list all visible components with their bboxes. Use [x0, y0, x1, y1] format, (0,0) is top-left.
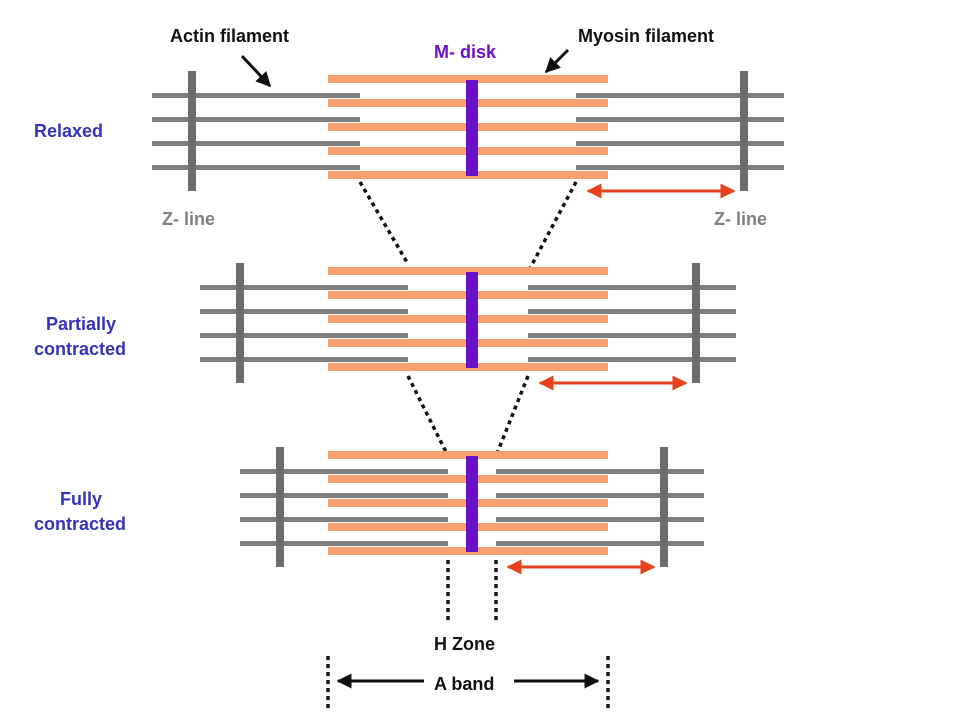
sarcomere-partially-contracted [200, 263, 736, 391]
guide-lines-1 [358, 181, 578, 273]
h-zone-markers [446, 560, 498, 620]
guide-lines-2 [406, 375, 530, 457]
myosin-filament-label: Myosin filament [578, 26, 714, 46]
actin-pointer-arrow [240, 54, 272, 88]
state-label-partially-line2: contracted [34, 339, 126, 359]
a-band-label: A band [434, 674, 494, 694]
z-line-right [660, 447, 668, 567]
z-line-right [692, 263, 700, 383]
z-line-left [236, 263, 244, 383]
actin-filaments-right [528, 285, 736, 362]
z-line-label-left: Z- line [162, 209, 215, 229]
m-disk [466, 456, 478, 552]
z-line-left [276, 447, 284, 567]
state-label-partially-line1: Partially [46, 314, 116, 334]
actin-filaments-right [496, 469, 704, 546]
state-label-fully-line2: contracted [34, 514, 126, 534]
actin-filament-label: Actin filament [170, 26, 289, 46]
h-zone-label: H Zone [434, 634, 495, 654]
actin-filaments-left [240, 469, 448, 546]
actin-filaments-left [152, 93, 360, 170]
z-line-right [740, 71, 748, 191]
z-line-label-right: Z- line [714, 209, 767, 229]
m-disk [466, 80, 478, 176]
state-label-fully-line1: Fully [60, 489, 102, 509]
sarcomere-fully-contracted [240, 447, 704, 575]
state-label-relaxed: Relaxed [34, 121, 103, 141]
actin-filaments-right [576, 93, 784, 170]
m-disk [466, 272, 478, 368]
sarcomere-relaxed [152, 71, 784, 199]
a-band-markers [326, 656, 610, 712]
myosin-pointer-arrow [544, 48, 570, 74]
actin-filaments-left [200, 285, 408, 362]
m-disk-label: M- disk [434, 42, 497, 62]
z-line-left [188, 71, 196, 191]
